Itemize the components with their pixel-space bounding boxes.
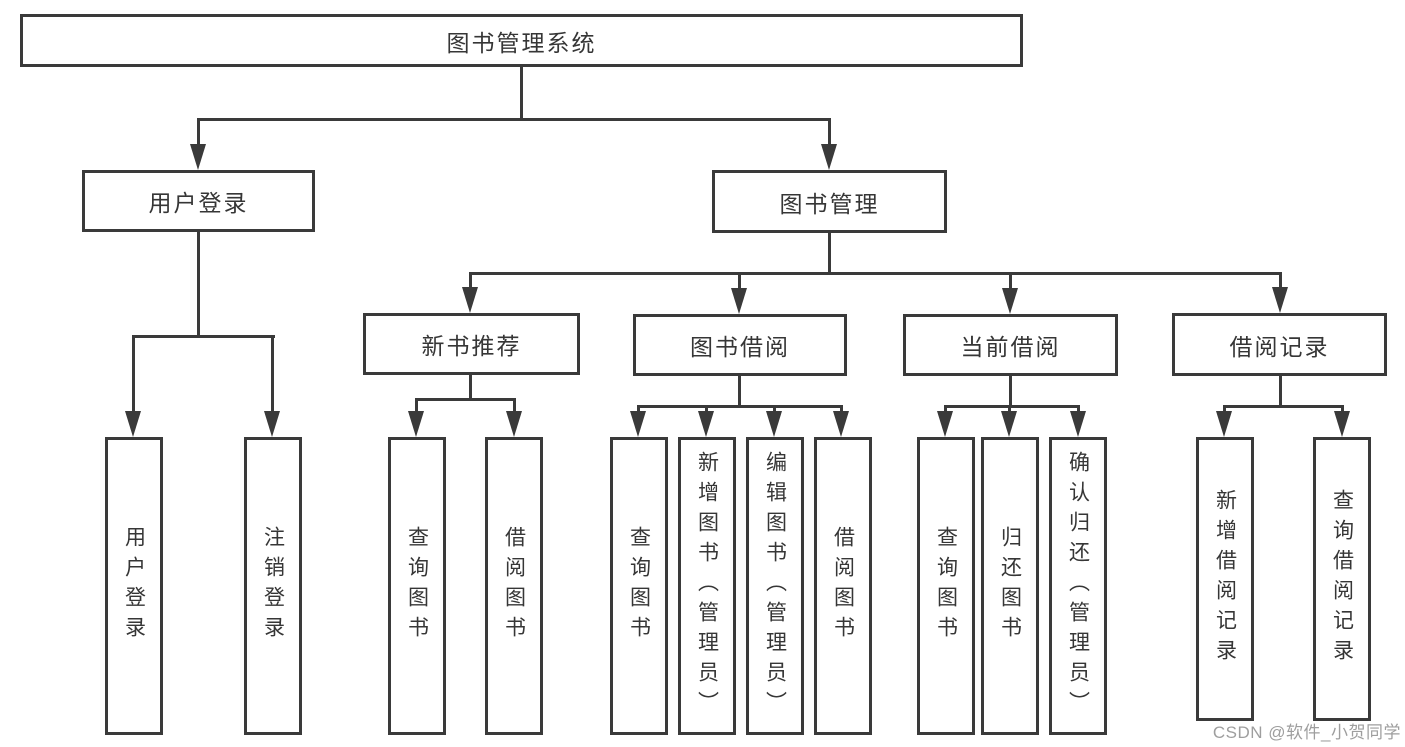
node-new-book-recommend: 新书推荐: [363, 313, 580, 375]
connector-line: [513, 398, 516, 415]
node-user-login-group: 用户登录: [82, 170, 315, 232]
node-label: 用户登录: [148, 190, 249, 216]
connector-line: [1009, 376, 1012, 405]
leaf-add-books-admin: 新增图书（管理员）: [678, 437, 736, 735]
node-label: 查询图书: [405, 526, 429, 646]
connector-line: [197, 118, 831, 121]
leaf-borrow-books: 借阅图书: [814, 437, 872, 735]
connector-line: [738, 272, 741, 291]
node-label: 当前借阅: [960, 334, 1061, 360]
connector-line: [944, 405, 1080, 408]
node-label: 图书借阅: [690, 334, 790, 360]
node-current-borrowing: 当前借阅: [903, 314, 1118, 376]
connector-line: [469, 272, 1281, 275]
leaf-add-borrow-record: 新增借阅记录: [1196, 437, 1254, 721]
connector-line: [1009, 272, 1012, 291]
node-label: 新增图书（管理员）: [695, 451, 719, 721]
leaf-edit-books-admin: 编辑图书（管理员）: [746, 437, 804, 735]
node-book-management: 图书管理: [712, 170, 947, 233]
connector-line: [1279, 376, 1282, 405]
connector-line: [415, 398, 516, 401]
arrow-down-icon: [698, 411, 714, 437]
node-label: 确认归还（管理员）: [1066, 451, 1090, 721]
connector-line: [828, 233, 831, 272]
leaf-query-borrow-record: 查询借阅记录: [1313, 437, 1371, 721]
leaf-query-books-borrowing: 查询图书: [610, 437, 668, 735]
node-label: 图书管理系统: [446, 29, 597, 56]
arrow-down-icon: [833, 411, 849, 437]
node-label: 新书推荐: [421, 333, 522, 359]
leaf-borrow-books-recommend: 借阅图书: [485, 437, 543, 735]
arrow-down-icon: [462, 287, 478, 313]
leaf-query-books-recommend: 查询图书: [388, 437, 446, 735]
node-label: 借阅图书: [502, 526, 526, 646]
arrow-down-icon: [731, 288, 747, 314]
leaf-query-books-current: 查询图书: [917, 437, 975, 735]
node-book-borrowing: 图书借阅: [633, 314, 847, 376]
csdn-watermark: CSDN @软件_小贺同学: [1212, 723, 1401, 742]
connector-line: [469, 272, 472, 291]
node-label: 注销登录: [261, 526, 285, 646]
arrow-down-icon: [506, 411, 522, 437]
arrow-down-icon: [264, 411, 280, 437]
connector-line: [132, 335, 135, 415]
leaf-logout: 注销登录: [244, 437, 302, 735]
connector-line: [271, 335, 274, 415]
connector-line: [469, 375, 472, 401]
connector-line: [197, 232, 200, 335]
arrow-down-icon: [190, 144, 206, 170]
node-label: 查询图书: [627, 526, 651, 646]
node-label: 查询图书: [934, 526, 958, 646]
arrow-down-icon: [1001, 411, 1017, 437]
connector-line: [1223, 405, 1344, 408]
leaf-confirm-return-admin: 确认归还（管理员）: [1049, 437, 1107, 735]
arrow-down-icon: [1334, 411, 1350, 437]
arrow-down-icon: [125, 411, 141, 437]
connector-line: [415, 398, 418, 415]
arrow-down-icon: [1070, 411, 1086, 437]
node-borrowing-records: 借阅记录: [1172, 313, 1387, 376]
node-label: 归还图书: [998, 526, 1022, 646]
node-label: 编辑图书（管理员）: [763, 451, 787, 721]
connector-line: [738, 376, 741, 405]
node-library-system: 图书管理系统: [20, 14, 1023, 67]
connector-line: [637, 405, 843, 408]
connector-line: [132, 335, 275, 338]
node-label: 图书管理: [779, 190, 880, 217]
node-label: 查询借阅记录: [1330, 489, 1354, 669]
leaf-user-login: 用户登录: [105, 437, 163, 735]
arrow-down-icon: [766, 411, 782, 437]
arrow-down-icon: [1002, 288, 1018, 314]
arrow-down-icon: [1272, 287, 1288, 313]
node-label: 用户登录: [122, 526, 146, 646]
connector-line: [1279, 272, 1282, 291]
arrow-down-icon: [821, 144, 837, 170]
connector-line: [828, 118, 831, 150]
arrow-down-icon: [1216, 411, 1232, 437]
connector-line: [520, 67, 523, 118]
arrow-down-icon: [630, 411, 646, 437]
node-label: 借阅记录: [1229, 333, 1330, 360]
leaf-return-books: 归还图书: [981, 437, 1039, 735]
node-label: 新增借阅记录: [1213, 489, 1237, 669]
arrow-down-icon: [408, 411, 424, 437]
arrow-down-icon: [937, 411, 953, 437]
connector-line: [197, 118, 200, 150]
node-label: 借阅图书: [831, 526, 855, 646]
